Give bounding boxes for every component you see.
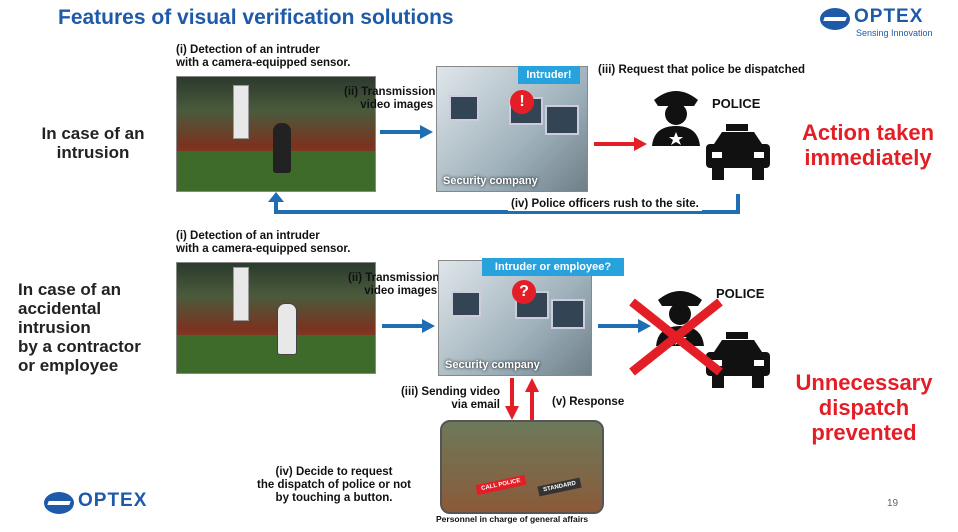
logo-name: OPTEX (854, 6, 924, 27)
optex-logo-bottom: OPTEX (44, 490, 164, 516)
case2-security-office: Security company (438, 260, 592, 376)
camera-sensor-icon (233, 85, 249, 139)
case1-police-label: POLICE (712, 96, 761, 111)
case1-label: In case of an intrusion (41, 124, 145, 162)
police-car-icon (706, 332, 770, 388)
logo-tagline: Sensing Innovation (856, 28, 933, 38)
page-number: 19 (887, 498, 899, 509)
case2-step2: (ii) Transmission of video images (348, 272, 453, 297)
case2-email-arrows (505, 378, 539, 420)
logo-name: OPTEX (78, 490, 148, 511)
optex-logo-icon (44, 492, 74, 514)
case2-step5: (v) Response (552, 396, 625, 408)
employee-figure (277, 303, 297, 355)
case1-security-office: Security company (436, 66, 588, 192)
case1-arrow-request (594, 137, 647, 151)
case2-step1: (i) Detection of an intruder with a came… (176, 230, 351, 255)
case2-label: In case of an accidental intrusion by a … (18, 280, 141, 375)
smartphone-image: CALL POLICE STANDARD (440, 420, 604, 514)
police-officer-icon (652, 91, 700, 146)
case2-camera-scene (176, 262, 376, 374)
case1-step4: (iv) Police officers rush to the site. (508, 198, 702, 211)
case1-step2: (ii) Transmission of video images (344, 86, 449, 111)
police-car-icon (706, 124, 770, 180)
case1-return-arrow (268, 192, 740, 214)
phone-caption: Personnel in charge of general affairs (436, 514, 589, 524)
case2-step4: (iv) Decide to request the dispatch of p… (257, 466, 411, 504)
case2-police-label: POLICE (716, 286, 765, 301)
case2-step3: (iii) Sending video via email (400, 386, 500, 411)
call-police-button[interactable]: CALL POLICE (475, 474, 527, 496)
case2-arrow-to-police (598, 319, 651, 333)
standard-button[interactable]: STANDARD (537, 477, 582, 497)
case1-result: Action taken immediately (801, 120, 935, 170)
case2-office-caption: Security company (445, 359, 540, 371)
case1-office-caption: Security company (443, 175, 538, 187)
optex-logo: OPTEX Sensing Innovation (820, 6, 940, 42)
camera-sensor-icon (233, 267, 249, 321)
question-icon: ? (512, 280, 536, 304)
page-title: Features of visual verification solution… (58, 6, 454, 29)
case1-intruder-bubble: Intruder! (518, 66, 580, 84)
case2-question-bubble: Intruder or employee? (482, 258, 624, 276)
case1-camera-scene (176, 76, 376, 192)
case2-result: Unnecessary dispatch prevented (795, 370, 933, 445)
cross-out-icon (629, 298, 723, 376)
alert-icon: ! (510, 90, 534, 114)
case1-step1: (i) Detection of an intruder with a came… (176, 44, 351, 69)
case1-arrow-transmit (380, 125, 433, 139)
case2-arrow-transmit (382, 319, 435, 333)
optex-logo-icon (820, 8, 850, 30)
case1-step3: (iii) Request that police be dispatched (598, 64, 806, 76)
intruder-figure (273, 123, 291, 173)
